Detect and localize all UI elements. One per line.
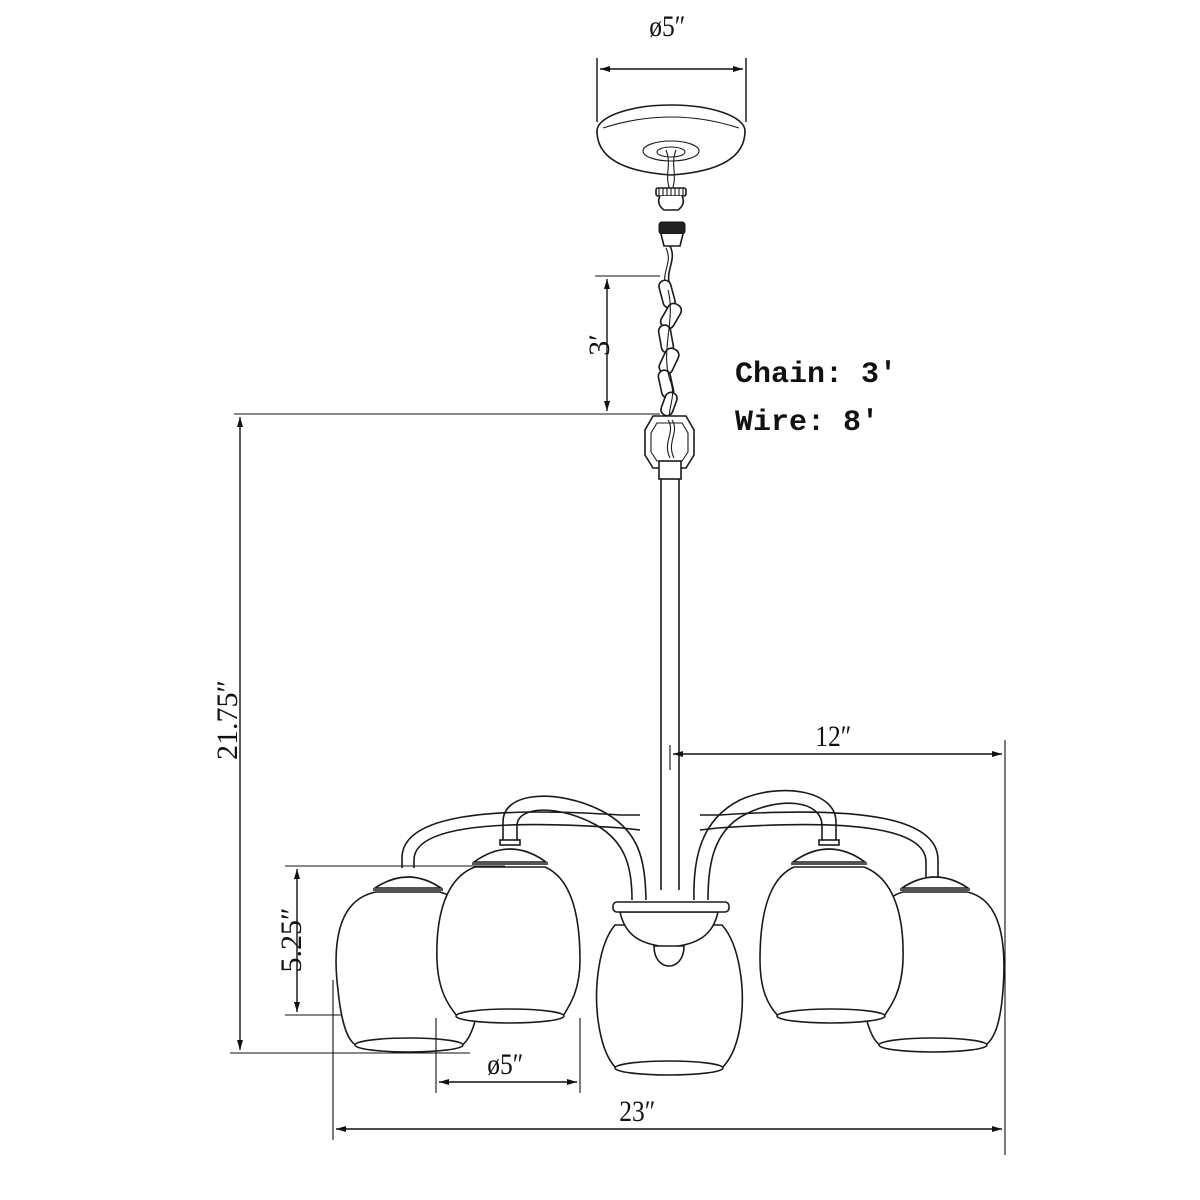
chain-dimension <box>234 275 660 415</box>
shade-near-left <box>436 839 581 1024</box>
canopy-dimension <box>596 58 747 122</box>
canopy-diameter-label: ø5″ <box>649 10 686 43</box>
overall-width-label: 23″ <box>619 1095 656 1128</box>
shade-near-right <box>759 839 904 1024</box>
canopy <box>596 104 746 191</box>
chain-note: Chain: 3′ <box>735 358 898 392</box>
canopy-collar <box>655 187 687 247</box>
downrod <box>660 479 680 890</box>
height-dimension <box>230 417 470 1054</box>
shade-diameter-label: ø5″ <box>487 1048 524 1081</box>
arms <box>401 789 939 901</box>
shade-diameter-dimension <box>435 1018 581 1093</box>
arm-reach-label: 12″ <box>815 720 852 753</box>
chain <box>657 245 683 426</box>
shade-height-label: 5.25″ <box>275 907 308 973</box>
shade-center <box>595 901 744 1076</box>
width-dimension <box>332 980 1002 1140</box>
chain-length-label: 3′ <box>583 334 616 356</box>
wire-note: Wire: 8′ <box>735 406 880 440</box>
overall-height-label: 21.75″ <box>211 680 244 760</box>
reach-dimension <box>669 740 1006 1155</box>
loop <box>644 415 695 480</box>
